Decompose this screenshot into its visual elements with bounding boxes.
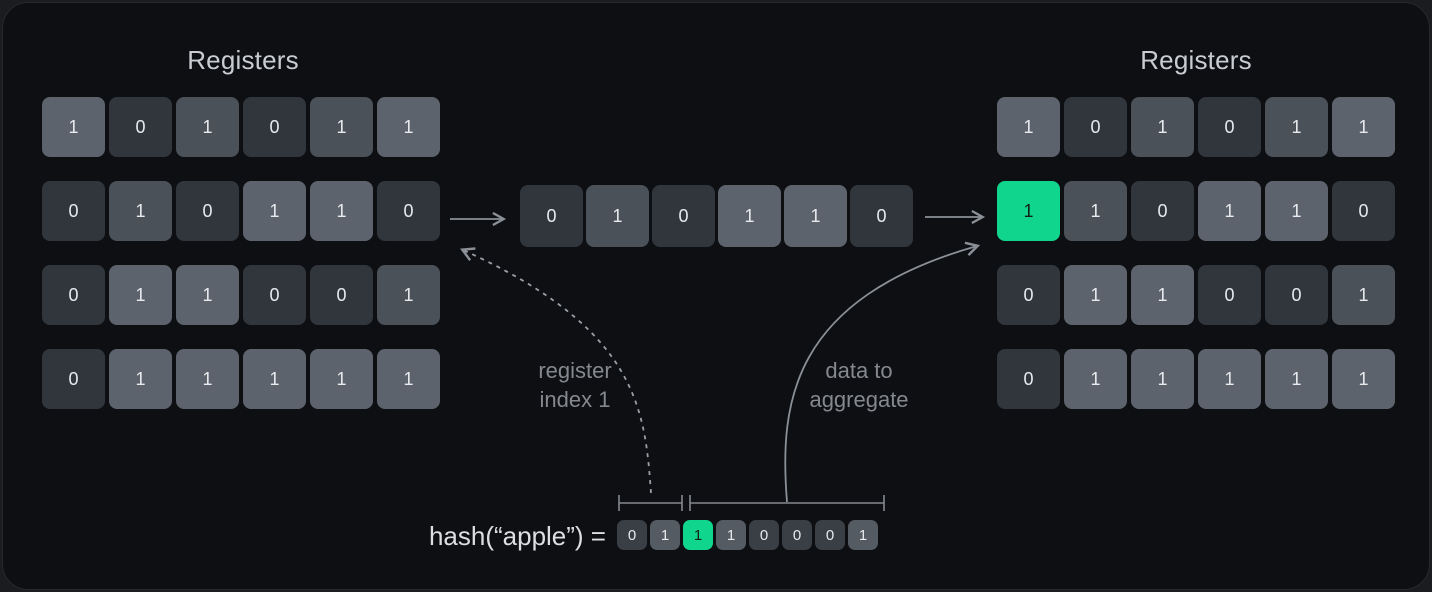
bit-cell: 0 xyxy=(997,265,1060,325)
bit-cell: 1 xyxy=(176,97,239,157)
bit-cell: 1 xyxy=(1064,181,1127,241)
bit-cell: 0 xyxy=(815,520,845,550)
bit-cell: 1 xyxy=(243,181,306,241)
bit-cell: 1 xyxy=(1332,97,1395,157)
bit-cell: 0 xyxy=(997,349,1060,409)
bit-cell: 1 xyxy=(1198,349,1261,409)
bit-cell: 0 xyxy=(1198,97,1261,157)
bit-cell: 0 xyxy=(243,97,306,157)
bit-cell: 0 xyxy=(520,185,583,247)
bit-cell: 1 xyxy=(716,520,746,550)
bit-cell: 1 xyxy=(109,349,172,409)
bit-cell: 1 xyxy=(1198,181,1261,241)
bit-cell: 1 xyxy=(1265,349,1328,409)
bit-cell: 1 xyxy=(1332,349,1395,409)
bit-cell: 1 xyxy=(243,349,306,409)
bit-cell: 1 xyxy=(848,520,878,550)
bit-cell: 1 xyxy=(176,349,239,409)
bit-cell: 0 xyxy=(310,265,373,325)
bit-cell: 0 xyxy=(850,185,913,247)
bit-cell: 0 xyxy=(377,181,440,241)
highlighted-bit-cell: 1 xyxy=(997,181,1060,241)
bracket-data-bits-icon xyxy=(689,495,885,511)
bit-cell: 0 xyxy=(1064,97,1127,157)
bit-cell: 1 xyxy=(1265,181,1328,241)
register-index-label-line2: index 1 xyxy=(539,387,611,412)
bit-cell: 1 xyxy=(1265,97,1328,157)
bit-cell: 1 xyxy=(784,185,847,247)
bit-cell: 0 xyxy=(42,181,105,241)
bit-cell: 1 xyxy=(109,265,172,325)
bit-cell: 1 xyxy=(1064,265,1127,325)
bit-cell: 0 xyxy=(1265,265,1328,325)
left-registers-title: Registers xyxy=(187,45,299,75)
bit-cell: 0 xyxy=(42,349,105,409)
bit-cell: 1 xyxy=(718,185,781,247)
bit-cell: 0 xyxy=(176,181,239,241)
bit-cell: 0 xyxy=(109,97,172,157)
bit-cell: 1 xyxy=(377,349,440,409)
data-to-aggregate-label-line1: data to xyxy=(825,358,893,383)
bit-cell: 0 xyxy=(1198,265,1261,325)
bit-cell: 1 xyxy=(1131,97,1194,157)
bit-cell: 0 xyxy=(243,265,306,325)
bit-cell: 1 xyxy=(1064,349,1127,409)
bit-cell: 1 xyxy=(1332,265,1395,325)
bit-cell: 1 xyxy=(377,265,440,325)
bit-cell: 0 xyxy=(42,265,105,325)
highlighted-bit-cell: 1 xyxy=(683,520,713,550)
bit-cell: 0 xyxy=(782,520,812,550)
bit-cell: 1 xyxy=(109,181,172,241)
register-index-label-line1: register xyxy=(538,358,612,383)
bit-cell: 1 xyxy=(377,97,440,157)
bit-cell: 1 xyxy=(176,265,239,325)
bit-cell: 0 xyxy=(749,520,779,550)
right-registers-title: Registers xyxy=(1140,45,1252,75)
bit-cell: 0 xyxy=(617,520,647,550)
bit-cell: 1 xyxy=(310,97,373,157)
bit-cell: 1 xyxy=(586,185,649,247)
hash-expression: hash(“apple”) = xyxy=(428,521,606,551)
bit-cell: 1 xyxy=(310,349,373,409)
bit-cell: 1 xyxy=(650,520,680,550)
bit-cell: 1 xyxy=(1131,265,1194,325)
data-to-aggregate-label: data to aggregate xyxy=(749,356,969,414)
data-to-aggregate-label-line2: aggregate xyxy=(809,387,909,412)
bit-cell: 0 xyxy=(1131,181,1194,241)
bracket-index-bits-icon xyxy=(618,495,683,511)
bit-cell: 0 xyxy=(1332,181,1395,241)
register-index-label: register index 1 xyxy=(465,356,685,414)
bit-cell: 0 xyxy=(652,185,715,247)
bit-cell: 1 xyxy=(997,97,1060,157)
bit-cell: 1 xyxy=(42,97,105,157)
bit-cell: 1 xyxy=(310,181,373,241)
bit-cell: 1 xyxy=(1131,349,1194,409)
